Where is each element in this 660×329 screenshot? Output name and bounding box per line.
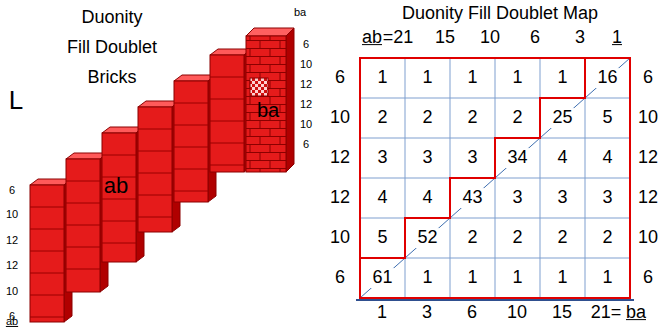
label: 10 bbox=[6, 285, 18, 297]
label: 6 bbox=[335, 268, 345, 288]
table-cell: 1 bbox=[602, 268, 612, 288]
label: 6 bbox=[643, 68, 653, 88]
table-cell: 4 bbox=[377, 188, 387, 208]
label: 10 bbox=[638, 228, 658, 248]
label: Duonity bbox=[81, 8, 142, 28]
table-cell: 1 bbox=[422, 268, 432, 288]
table-cell: 3 bbox=[557, 188, 567, 208]
table-cell: 1 bbox=[377, 68, 387, 88]
label: ba bbox=[257, 99, 279, 121]
label: 10 bbox=[330, 228, 350, 248]
label: 21= bbox=[591, 303, 622, 323]
table-cell: 1 bbox=[422, 68, 432, 88]
label: 10 bbox=[6, 208, 18, 220]
table-cell: 5 bbox=[602, 108, 612, 128]
table-cell: 3 bbox=[602, 188, 612, 208]
table-cell: 2 bbox=[422, 108, 432, 128]
table-cell: 1 bbox=[557, 68, 567, 88]
table-cell: 2 bbox=[467, 228, 477, 248]
label: 12 bbox=[330, 148, 350, 168]
label: 6 bbox=[335, 68, 345, 88]
label: 1 bbox=[612, 28, 622, 48]
label: 10 bbox=[300, 58, 312, 70]
label: ba bbox=[294, 6, 306, 18]
table-cell: 61 bbox=[370, 268, 394, 288]
label: 12 bbox=[638, 148, 658, 168]
table-cell: 4 bbox=[602, 148, 612, 168]
label: 12 bbox=[6, 234, 18, 246]
table-cell: 3 bbox=[422, 148, 432, 168]
label: ab bbox=[6, 315, 18, 327]
label: 10 bbox=[638, 108, 658, 128]
table-cell: 1 bbox=[467, 68, 477, 88]
label: 10 bbox=[330, 108, 350, 128]
label: 10 bbox=[507, 303, 527, 323]
label: 6 bbox=[303, 38, 309, 50]
label: L bbox=[9, 86, 23, 115]
label: 6 bbox=[530, 28, 540, 48]
table-cell: 52 bbox=[415, 228, 439, 248]
table-cell: 25 bbox=[550, 108, 574, 128]
table-cell: 2 bbox=[512, 108, 522, 128]
table-cell: 4 bbox=[422, 188, 432, 208]
label: Bricks bbox=[88, 68, 137, 88]
table-cell: 1 bbox=[557, 268, 567, 288]
table-cell: 2 bbox=[557, 228, 567, 248]
label: 1 bbox=[377, 303, 387, 323]
table-cell: 3 bbox=[512, 188, 522, 208]
label: 12 bbox=[638, 188, 658, 208]
table-cell: 3 bbox=[467, 148, 477, 168]
table-cell: 1 bbox=[512, 268, 522, 288]
table-cell: 5 bbox=[377, 228, 387, 248]
label: =21 bbox=[383, 28, 414, 48]
label: ba bbox=[626, 303, 646, 323]
label: 15 bbox=[435, 28, 455, 48]
label: 3 bbox=[422, 303, 432, 323]
label: 6 bbox=[467, 303, 477, 323]
label: 12 bbox=[300, 98, 312, 110]
table-cell: 4 bbox=[557, 148, 567, 168]
label: 12 bbox=[300, 78, 312, 90]
table-cell: 2 bbox=[467, 108, 477, 128]
table-cell: 3 bbox=[377, 148, 387, 168]
label: 10 bbox=[300, 118, 312, 130]
label: 6 bbox=[9, 184, 15, 196]
table-cell: 1 bbox=[467, 268, 477, 288]
table-cell: 2 bbox=[377, 108, 387, 128]
table-cell: 1 bbox=[512, 68, 522, 88]
label: 12 bbox=[6, 259, 18, 271]
table-cell: 16 bbox=[595, 68, 619, 88]
table-cell: 43 bbox=[460, 188, 484, 208]
table-cell: 2 bbox=[602, 228, 612, 248]
label: ab bbox=[362, 28, 382, 48]
label: ab bbox=[104, 174, 128, 198]
label: 6 bbox=[643, 268, 653, 288]
label: 10 bbox=[480, 28, 500, 48]
label: 6 bbox=[303, 138, 309, 150]
table-cell: 34 bbox=[505, 148, 529, 168]
label: 15 bbox=[552, 303, 572, 323]
label: 3 bbox=[575, 28, 585, 48]
label: 12 bbox=[330, 188, 350, 208]
label: Duonity Fill Doublet Map bbox=[402, 4, 598, 24]
table-cell: 2 bbox=[512, 228, 522, 248]
label: Fill Doublet bbox=[67, 38, 157, 58]
